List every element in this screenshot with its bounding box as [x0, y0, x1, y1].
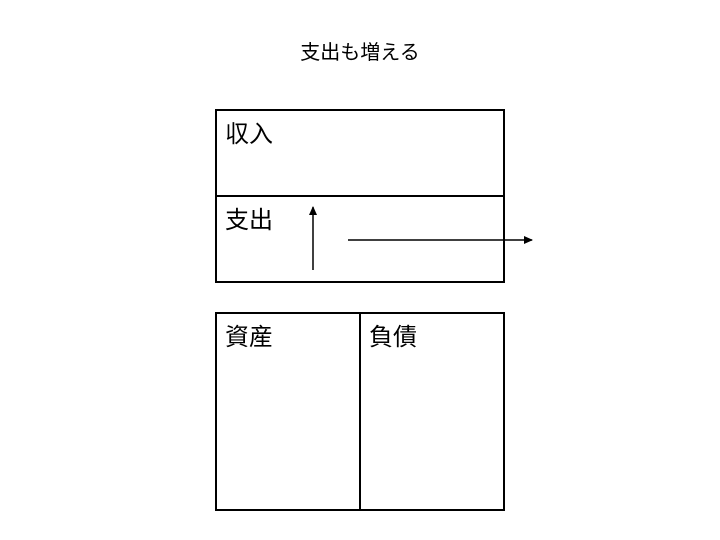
- income-statement-box: 収入 支出: [215, 109, 505, 283]
- expense-row: 支出: [217, 197, 503, 283]
- expense-label: 支出: [225, 206, 273, 234]
- balance-sheet-box: 資産 負債: [215, 312, 505, 511]
- liabilities-label: 負債: [369, 323, 417, 351]
- income-label: 収入: [225, 120, 273, 148]
- assets-label: 資産: [225, 323, 273, 351]
- assets-column: 資産: [217, 314, 361, 509]
- diagram-title: 支出も増える: [300, 40, 420, 64]
- liabilities-column: 負債: [361, 314, 505, 509]
- income-row: 収入: [217, 111, 503, 197]
